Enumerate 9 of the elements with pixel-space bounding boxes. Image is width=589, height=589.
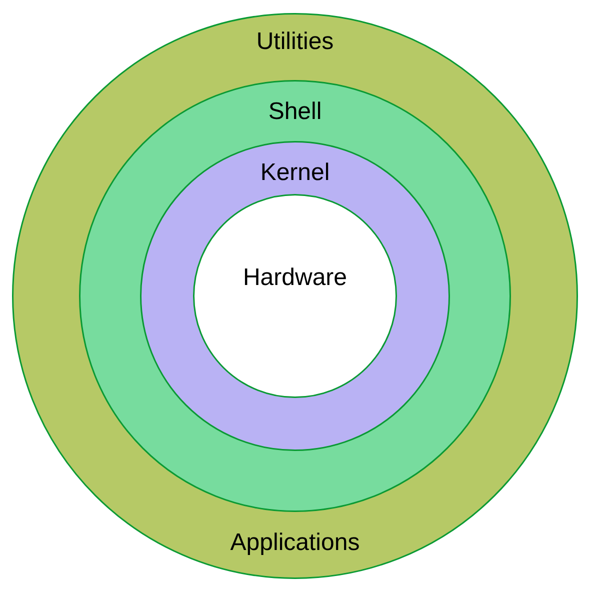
layer-label: Shell	[268, 98, 322, 126]
layer-label: Applications	[230, 529, 360, 557]
layer-label: Hardware	[242, 264, 348, 292]
core-circle	[193, 194, 397, 398]
layer-ring	[140, 141, 450, 451]
layer-label: Kernel	[260, 159, 330, 187]
layer-label: Utilities	[256, 28, 334, 56]
layer-ring	[79, 80, 511, 512]
layer-ring	[12, 13, 578, 579]
